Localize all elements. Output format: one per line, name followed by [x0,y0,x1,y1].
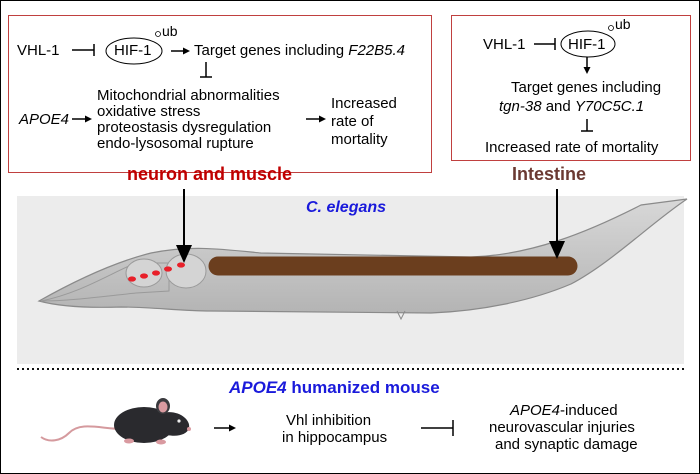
ub-label-right: ub [615,16,631,32]
mouse-result-gene: APOE4 [510,402,561,419]
hif-oval-left [105,37,163,65]
vhl-label-left: VHL-1 [17,42,60,59]
gene-f22b5: F22B5.4 [348,42,405,59]
effect-lysosomal: endo-lysosomal rupture [97,135,254,152]
worm-body [37,198,688,314]
target-genes-left: Target genes including F22B5.4 [194,42,405,59]
outcome-right: Increased rate of mortality [485,139,659,156]
left-pathway-box [8,15,432,173]
ub-label-left: ub [162,23,178,39]
apoe4-label: APOE4 [19,111,70,128]
neuron-muscle-label: neuron and muscle [127,164,293,184]
neuron-dots [128,262,185,282]
vhl-inhibition-line1: Vhl inhibition [286,412,372,429]
gene-tgn38: tgn-38 [499,98,542,115]
vhl-label-right: VHL-1 [483,36,526,53]
target-genes-right: Target genes including [511,79,662,96]
mouse-result-line1: APOE4-induced [510,402,618,419]
effect-oxidative: oxidative stress [97,103,201,120]
mouse-result-line2: neurovascular injuries [489,419,635,436]
hif-label-left: HIF-1 [114,42,152,59]
hif-oval-right [560,30,616,58]
outcome-line2: rate of [331,113,374,130]
vhl-inhibition-line2: in hippocampus [282,429,388,446]
vulva-mark [396,310,406,321]
outcome-line1: Increased [331,95,397,112]
hif-label-right: HIF-1 [568,36,606,53]
pharyngeal-bulb [165,253,207,289]
target-prefix-left: Target genes including [194,42,349,59]
right-pathway-box [451,15,691,161]
mouse-title-rest: humanized mouse [286,378,440,397]
gene-list-right: tgn-38 and Y70C5C.1 [499,98,644,115]
intestine-label: Intestine [512,164,587,184]
mouse-result-induced: -induced [560,402,618,419]
effect-mito: Mitochondrial abnormalities [97,87,280,104]
worm-species-label: C. elegans [306,199,387,216]
ub-circle-left [155,31,161,37]
outcome-line3: mortality [331,131,388,148]
mouse-section-title: APOE4 humanized mouse [229,378,440,398]
ub-circle-right [608,25,614,31]
mouse-illustration [40,398,191,445]
gene-conjunction: and [541,98,575,115]
gene-y70c5c: Y70C5C.1 [574,98,645,115]
effect-proteostasis: proteostasis dysregulation [97,119,272,136]
mouse-result-line3: and synaptic damage [495,436,638,453]
mouse-title-gene: APOE4 [229,378,287,397]
